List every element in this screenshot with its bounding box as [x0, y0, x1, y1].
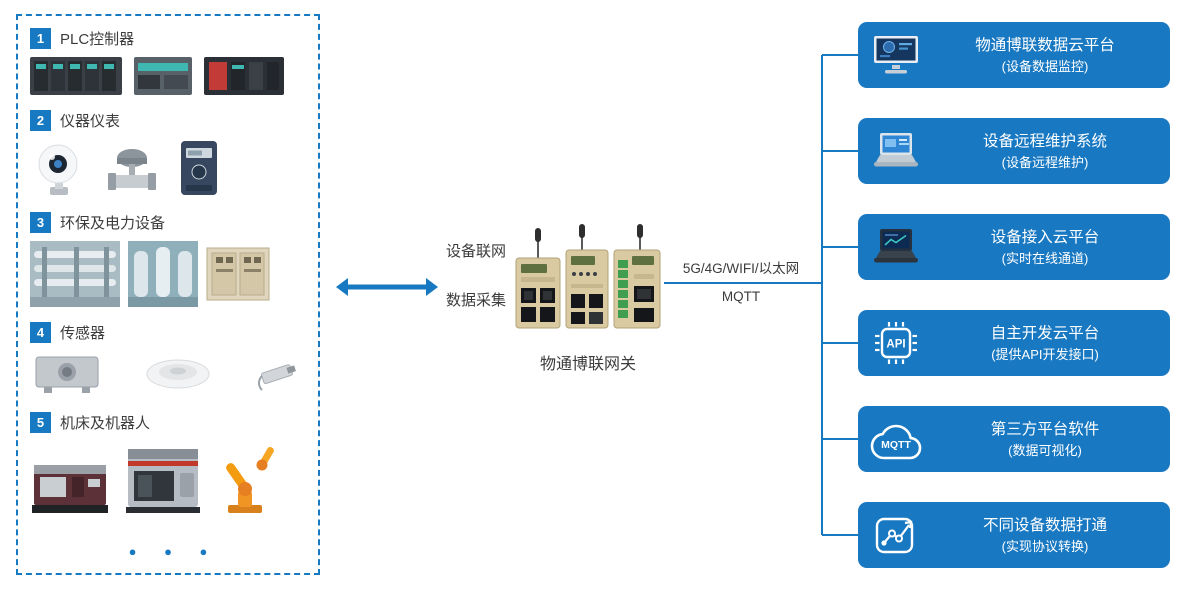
arrow-label-networking: 设备联网: [446, 243, 507, 260]
cloud-box-protocol-conversion: 不同设备数据打通 (实现协议转换): [858, 502, 1170, 568]
category-label: 仪器仪表: [60, 113, 121, 130]
category-number-badge: 5: [30, 412, 51, 433]
api-chip-icon: API: [858, 320, 934, 366]
gateway-devices: [512, 224, 664, 339]
sensor-box-image: [35, 356, 99, 393]
energy-meter-image: [181, 141, 217, 195]
cloud-box-third-party: MQTT 第三方平台软件 (数据可视化): [858, 406, 1170, 472]
more-devices-indicator: ● ● ●: [128, 544, 220, 559]
cloud-box-title: 自主开发云平台: [990, 324, 1100, 342]
valve-image: [108, 149, 156, 190]
category-header: 2 仪器仪表: [30, 110, 306, 131]
cloud-box-remote-maintenance: 设备远程维护系统 (设备远程维护): [858, 118, 1170, 184]
uplink-mqtt-label: MQTT: [721, 289, 761, 304]
cloud-box-title: 不同设备数据打通: [982, 516, 1107, 534]
category-number-badge: 4: [30, 322, 51, 343]
category-sensors: 4 传感器: [30, 322, 306, 397]
cnc-machine-image: [126, 449, 200, 513]
cloud-box-subtitle: (设备远程维护): [1001, 154, 1089, 170]
gateway-devices-image: [515, 224, 661, 329]
api-icon-text: API: [886, 339, 905, 351]
category-label: 环保及电力设备: [60, 215, 166, 232]
plc-module-image: [134, 57, 192, 95]
cloud-box-title: 物通博联数据云平台: [975, 36, 1115, 54]
plc-rack-image: [30, 57, 122, 95]
cloud-box-text: 第三方平台软件 (数据可视化): [934, 418, 1170, 461]
gateway-label: 物通博联网关: [539, 356, 636, 373]
device-access-laptop-icon: [858, 227, 934, 267]
category-images: [30, 351, 306, 397]
category-instruments: 2 仪器仪表: [30, 110, 306, 197]
environmental-equipment-image: [30, 241, 120, 307]
power-equipment-image: [128, 241, 198, 307]
mqtt-icon-text: MQTT: [881, 439, 911, 451]
plc-controller-image: [204, 57, 284, 95]
cloud-box-text: 设备远程维护系统 (设备远程维护): [934, 130, 1170, 173]
category-header: 1 PLC控制器: [30, 28, 306, 49]
cloud-box-subtitle: (提供API开发接口): [991, 346, 1099, 362]
cloud-box-data-platform: 物通博联数据云平台 (设备数据监控): [858, 22, 1170, 88]
category-images: [30, 139, 306, 197]
cloud-platform-monitor-icon: [858, 34, 934, 76]
electric-cabinet-image: [206, 247, 270, 301]
category-images: [30, 57, 306, 95]
category-number-badge: 2: [30, 110, 51, 131]
category-number-badge: 3: [30, 212, 51, 233]
category-label: 机床及机器人: [60, 415, 151, 432]
cloud-box-text: 设备接入云平台 (实时在线通道): [934, 226, 1170, 269]
cloud-box-subtitle: (数据可视化): [1008, 442, 1082, 458]
lathe-machine-image: [32, 465, 108, 513]
category-images: [30, 441, 306, 515]
category-label: PLC控制器: [60, 31, 135, 48]
cloud-box-api-platform: API 自主开发云平台 (提供API开发接口): [858, 310, 1170, 376]
cloud-box-title: 第三方平台软件: [990, 420, 1100, 438]
protocol-conversion-chart-icon: [858, 512, 934, 558]
bidirectional-arrow: [336, 278, 438, 296]
mqtt-cloud-icon: MQTT: [858, 416, 934, 462]
category-header: 5 机床及机器人: [30, 412, 306, 433]
arrow-label-data-collection: 数据采集: [446, 292, 507, 309]
cloud-box-device-access: 设备接入云平台 (实时在线通道): [858, 214, 1170, 280]
category-label: 传感器: [60, 325, 106, 342]
cloud-box-subtitle: (实时在线通道): [1001, 250, 1089, 266]
category-environment-power: 3 环保及电力设备: [30, 212, 306, 307]
proximity-sensor-image: [258, 364, 296, 391]
category-header: 4 传感器: [30, 322, 306, 343]
cloud-box-subtitle: (设备数据监控): [1001, 58, 1089, 74]
category-plc: 1 PLC控制器: [30, 28, 306, 95]
cloud-box-title: 设备接入云平台: [990, 228, 1100, 246]
category-images: [30, 241, 306, 307]
device-panel: 1 PLC控制器: [16, 14, 320, 575]
smoke-detector-image: [146, 359, 210, 389]
cloud-box-title: 设备远程维护系统: [982, 132, 1107, 150]
cloud-box-text: 自主开发云平台 (提供API开发接口): [934, 322, 1170, 365]
camera-image: [38, 144, 78, 195]
robot-arm-image: [226, 447, 274, 513]
cloud-box-text: 物通博联数据云平台 (设备数据监控): [934, 34, 1170, 77]
category-number-badge: 1: [30, 28, 51, 49]
cloud-box-subtitle: (实现协议转换): [1001, 538, 1089, 554]
category-header: 3 环保及电力设备: [30, 212, 306, 233]
cloud-box-text: 不同设备数据打通 (实现协议转换): [934, 514, 1170, 557]
uplink-protocol-label: 5G/4G/WIFI/以太网: [682, 261, 800, 276]
category-machines-robots: 5 机床及机器人: [30, 412, 306, 515]
remote-maintenance-laptop-icon: [858, 131, 934, 171]
